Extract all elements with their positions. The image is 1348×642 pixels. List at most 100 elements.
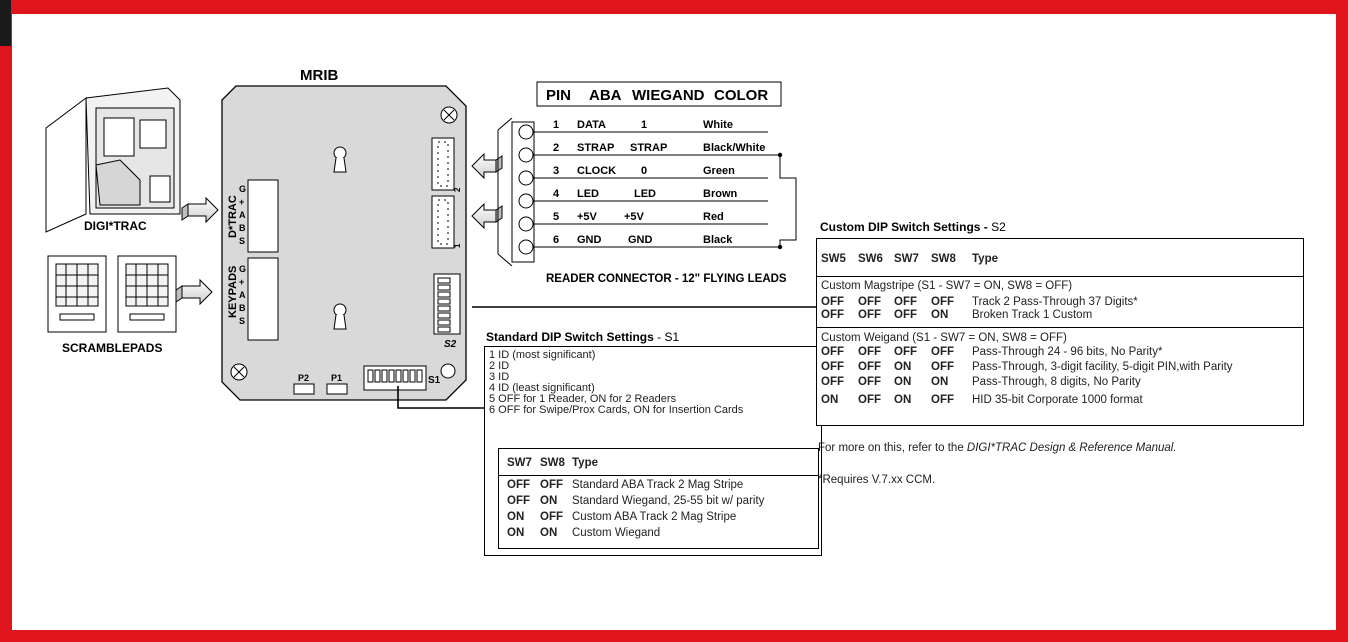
digitrac-cabinet bbox=[45, 87, 181, 233]
terminal-label: A bbox=[239, 290, 246, 300]
terminal-label: B bbox=[239, 223, 246, 233]
s2-settings-box: SW5 SW6 SW7 SW8 Type Custom Magstripe (S… bbox=[816, 238, 1304, 426]
pin-wiegand: STRAP bbox=[630, 142, 667, 154]
s1-title: Standard DIP Switch Settings - S1 bbox=[486, 330, 680, 344]
switch-desc: 6 OFF for Swipe/Prox Cards, ON for Inser… bbox=[489, 404, 744, 416]
pin-hole bbox=[518, 216, 534, 232]
mrib-title: MRIB bbox=[300, 67, 338, 84]
arrow-right-icon bbox=[181, 196, 219, 224]
s1-leader-line bbox=[397, 386, 484, 409]
manual-reference-note: For more on this, refer to the DIGI*TRAC… bbox=[818, 442, 1177, 454]
s1-settings-box: 1 ID (most significant) 2 ID 3 ID 4 ID (… bbox=[484, 346, 822, 556]
dtrac-label: D*TRAC bbox=[227, 195, 239, 238]
pin-aba: +5V bbox=[577, 211, 598, 223]
screw-icon bbox=[440, 106, 458, 124]
pin-wiegand: LED bbox=[634, 188, 656, 200]
switch-desc: 1 ID (most significant) bbox=[489, 349, 596, 361]
col-header: SW7 bbox=[507, 457, 532, 469]
pin-number: 6 bbox=[553, 234, 559, 246]
digitrac-title: DIGI*TRAC bbox=[84, 219, 147, 233]
switch-desc: 2 ID bbox=[489, 360, 510, 372]
terminal-label: + bbox=[239, 197, 244, 207]
pin-color: Red bbox=[703, 211, 724, 223]
pin-hole bbox=[518, 193, 534, 209]
dtrac-terminal-block bbox=[247, 179, 279, 253]
screw-icon bbox=[230, 363, 248, 381]
s2-title: Custom DIP Switch Settings - S2 bbox=[820, 220, 1006, 234]
aba-header: ABA bbox=[589, 87, 622, 104]
pin-number: 1 bbox=[553, 119, 559, 131]
pin-hole bbox=[518, 124, 534, 140]
switch-desc: 4 ID (least significant) bbox=[489, 382, 595, 394]
col-header: Type bbox=[972, 253, 998, 265]
s2-label: S2 bbox=[444, 339, 457, 350]
pin-color: Green bbox=[703, 165, 735, 177]
pin-number: 4 bbox=[553, 188, 560, 200]
col-header: SW8 bbox=[540, 457, 565, 469]
pin-color: Black/White bbox=[703, 142, 765, 154]
col-header: SW6 bbox=[858, 253, 883, 265]
pin-hole bbox=[518, 239, 534, 255]
col-header: Type bbox=[572, 457, 598, 469]
scramblepad-device bbox=[47, 255, 107, 333]
pin-color: Black bbox=[703, 234, 733, 246]
terminal-label: G bbox=[239, 264, 246, 274]
keyhole-slot bbox=[333, 146, 347, 173]
scramblepads-title: SCRAMBLEPADS bbox=[62, 341, 162, 355]
reader-connector-caption: READER CONNECTOR - 12" FLYING LEADS bbox=[546, 273, 787, 285]
pin-color: White bbox=[703, 119, 733, 131]
terminal-label: A bbox=[239, 210, 246, 220]
mrib-board bbox=[221, 85, 467, 401]
pin-wiegand: 1 bbox=[641, 119, 647, 131]
switch-desc: 5 OFF for 1 Reader, ON for 2 Readers bbox=[489, 393, 677, 405]
s1-switch-list: 1 ID (most significant) 2 ID 3 ID 4 ID (… bbox=[489, 350, 743, 416]
pin-aba: GND bbox=[577, 234, 602, 246]
manual-title: DIGI*TRAC Design & Reference Manual. bbox=[966, 442, 1177, 454]
p1-connector bbox=[326, 383, 348, 395]
pin-wiegand: 0 bbox=[641, 165, 647, 177]
wiegand-header: WIEGAND bbox=[632, 87, 705, 104]
magstripe-title: Custom Magstripe (S1 - SW7 = ON, SW8 = O… bbox=[821, 280, 1073, 292]
p2-label: P2 bbox=[298, 373, 309, 383]
connector-number: 1 bbox=[453, 243, 462, 248]
reader-connector-2 bbox=[431, 137, 455, 191]
pin-header: PIN bbox=[546, 87, 571, 104]
terminal-label: + bbox=[239, 277, 244, 287]
pin-hole bbox=[518, 147, 534, 163]
pin-wiegand: +5V bbox=[624, 211, 645, 223]
reader-connector-1 bbox=[431, 195, 455, 249]
connector-number: 2 bbox=[453, 187, 462, 192]
switch-desc: 3 ID bbox=[489, 371, 510, 383]
pin-wiegand: GND bbox=[628, 234, 653, 246]
weigand-title: Custom Weigand (S1 - SW7 = ON, SW8 = OFF… bbox=[821, 332, 1067, 344]
keypads-terminal-block bbox=[247, 257, 279, 341]
frame-corner-tab bbox=[0, 0, 11, 46]
arrow-right-icon bbox=[175, 278, 213, 306]
pin-number: 3 bbox=[553, 165, 559, 177]
terminal-label: G bbox=[239, 184, 246, 194]
pin-table-header-box bbox=[536, 81, 782, 107]
pin-number: 2 bbox=[553, 142, 559, 154]
terminal-label: S bbox=[239, 236, 245, 246]
ccm-footnote: *Requires V.7.xx CCM. bbox=[818, 474, 936, 486]
pin-color: Brown bbox=[703, 188, 738, 200]
keyhole-slot bbox=[333, 303, 347, 330]
p2-connector bbox=[293, 383, 315, 395]
pin-hole bbox=[518, 170, 534, 186]
pin-number: 5 bbox=[553, 211, 559, 223]
s1-dip-switch bbox=[363, 365, 427, 391]
pin-aba: CLOCK bbox=[577, 165, 616, 177]
terminal-label: B bbox=[239, 303, 246, 313]
pin-aba: STRAP bbox=[577, 142, 614, 154]
s1-type-table: SW7 SW8 Type OFF OFF Standard ABA Track … bbox=[498, 448, 819, 549]
col-header: SW7 bbox=[894, 253, 919, 265]
pin-aba: LED bbox=[577, 188, 599, 200]
pin-aba: DATA bbox=[577, 119, 606, 131]
p1-label: P1 bbox=[331, 373, 342, 383]
strap-jumper bbox=[768, 154, 797, 248]
color-header: COLOR bbox=[714, 87, 768, 104]
scramblepad-device bbox=[117, 255, 177, 333]
col-header: SW5 bbox=[821, 253, 846, 265]
keypads-label: KEYPADS bbox=[227, 266, 239, 318]
